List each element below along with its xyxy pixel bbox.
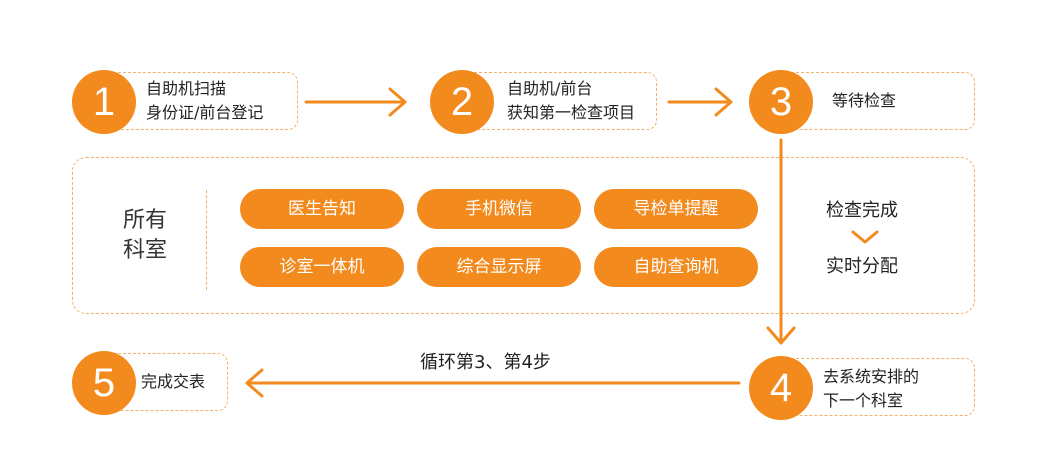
departments-label-line2: 科室 (123, 238, 168, 263)
step-4-line1: 去系统安排的 (823, 367, 920, 386)
departments-box (72, 157, 975, 314)
step-3-line1: 等待检查 (832, 91, 897, 110)
step-5-number: 5 (72, 351, 136, 415)
step-2-number: 2 (430, 70, 494, 134)
channel-mobile-wechat: 手机微信 (417, 189, 581, 229)
departments-label: 所有 科室 (123, 206, 167, 266)
chevron-down-icon (851, 230, 879, 244)
departments-divider (206, 190, 207, 290)
step-2-text: 自助机/前台 获知第一检查项目 (507, 77, 635, 125)
step-5-text: 完成交表 (141, 370, 205, 394)
channel-self-service-kiosk: 自助查询机 (594, 247, 758, 287)
step-3-text: 等待检查 (832, 89, 896, 113)
loop-label: 循环第3、第4步 (420, 352, 551, 373)
arrow-step1-to-step2 (304, 87, 407, 117)
channel-guide-sheet-reminder: 导检单提醒 (594, 189, 758, 229)
step-2-line2: 获知第一检查项目 (507, 103, 636, 122)
arrow-step4-to-step5 (245, 368, 741, 398)
step-1-line1: 自助机扫描 (146, 79, 227, 98)
channel-display-screen: 综合显示屏 (417, 247, 581, 287)
step-1-number: 1 (72, 70, 136, 134)
step-4-text: 去系统安排的 下一个科室 (823, 365, 919, 413)
step-5-line1: 完成交表 (141, 372, 206, 391)
step-2-line1: 自助机/前台 (507, 79, 593, 98)
side-line1: 检查完成 (826, 200, 898, 221)
channel-clinic-terminal: 诊室一体机 (240, 247, 404, 287)
arrow-step2-to-step3 (667, 87, 733, 117)
side-line2: 实时分配 (826, 256, 898, 277)
step-1-text: 自助机扫描 身份证/前台登记 (146, 77, 263, 125)
departments-label-line1: 所有 (123, 208, 168, 233)
step-4-line2: 下一个科室 (823, 391, 904, 410)
step-4-number: 4 (749, 356, 813, 420)
step-1-line2: 身份证/前台登记 (146, 103, 264, 122)
channel-doctor-notice: 医生告知 (240, 189, 404, 229)
arrow-step3-to-step4 (766, 138, 796, 345)
step-3-number: 3 (749, 70, 813, 134)
